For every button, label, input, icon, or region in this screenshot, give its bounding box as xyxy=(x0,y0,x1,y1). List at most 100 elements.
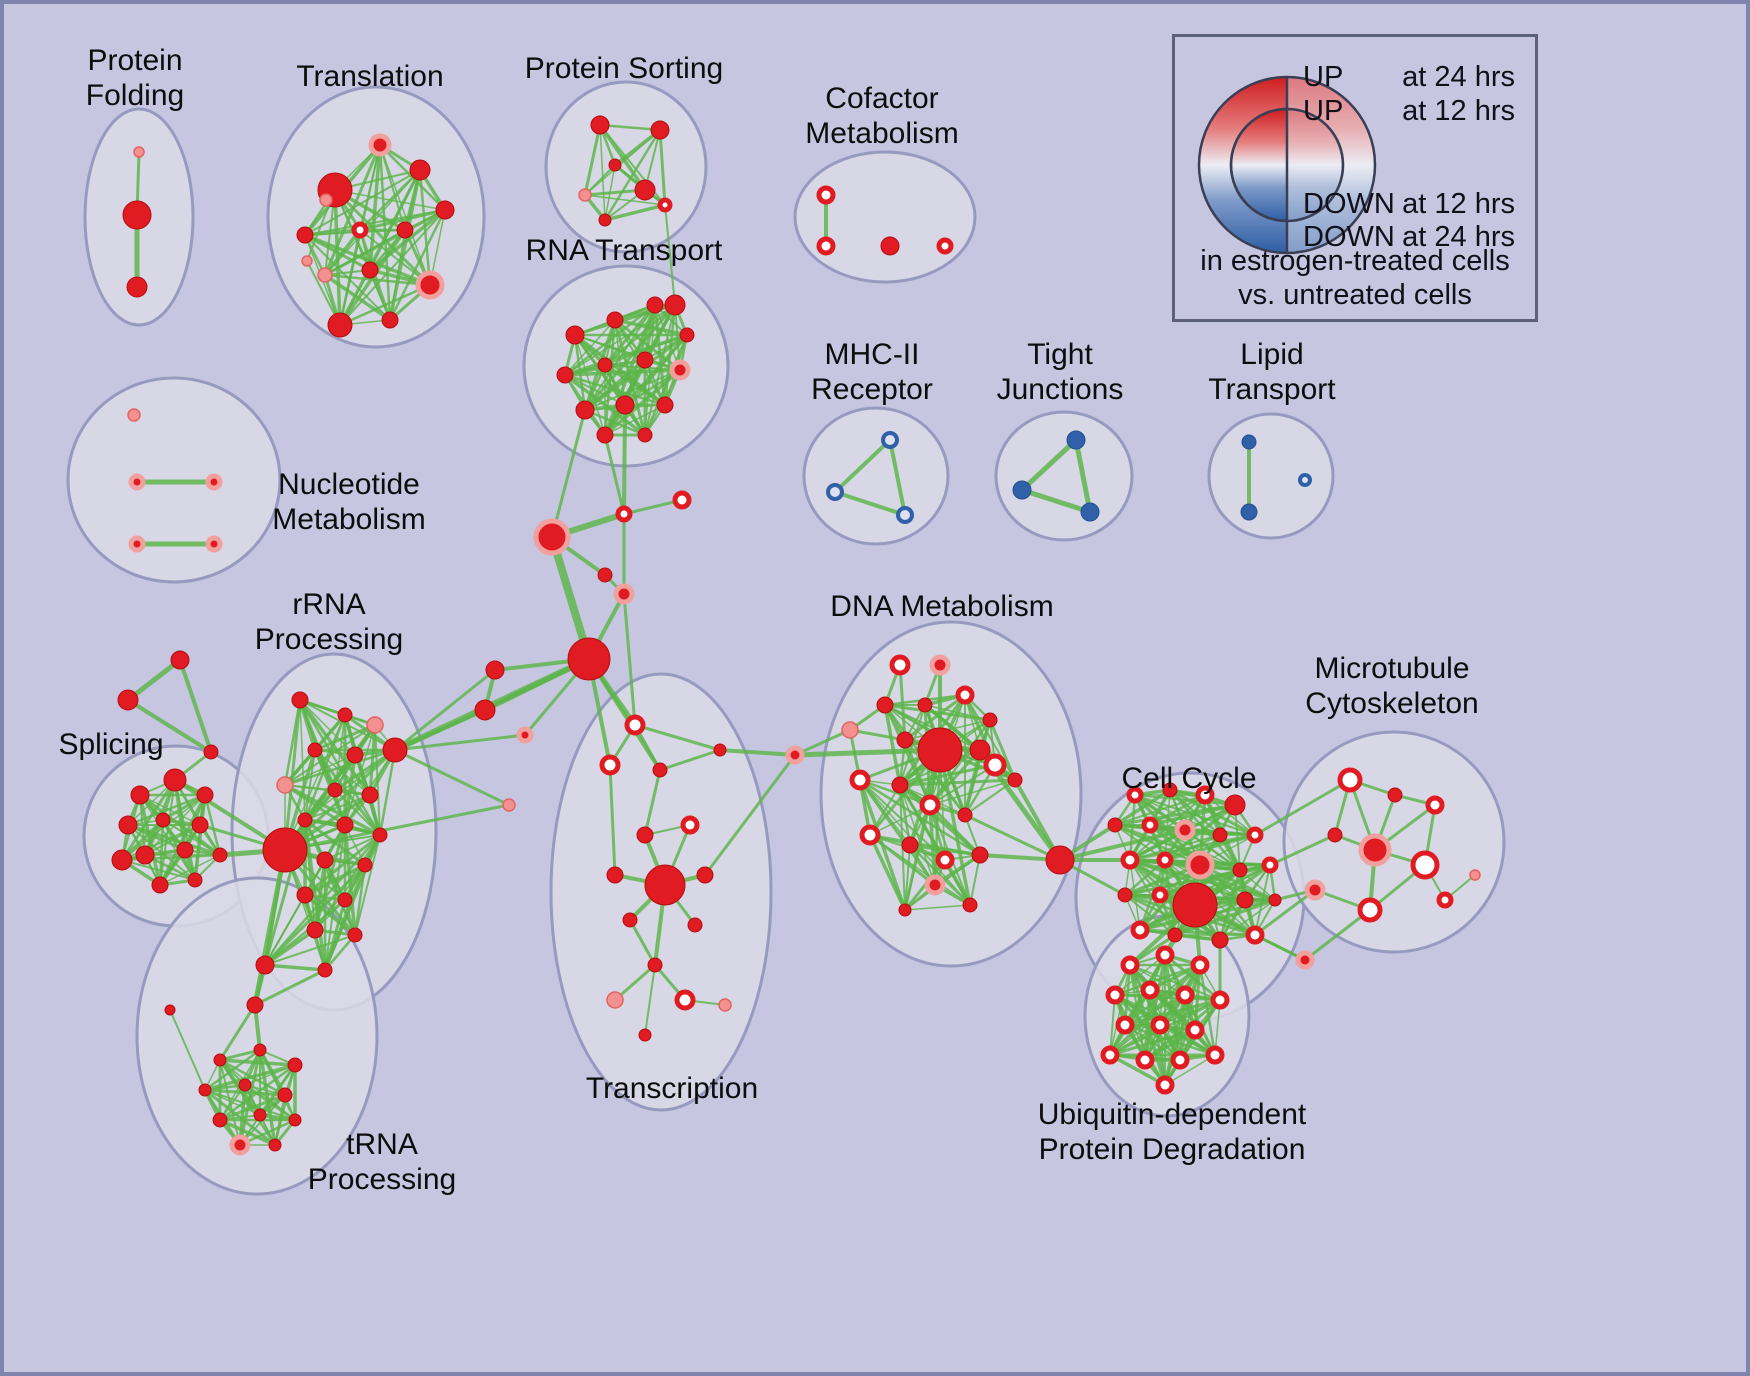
network-node-126 xyxy=(647,957,663,973)
network-edge xyxy=(658,128,667,207)
network-node-204 xyxy=(1155,1075,1175,1095)
network-node-175 xyxy=(1130,920,1150,940)
network-node-104 xyxy=(213,1053,227,1067)
network-edge xyxy=(323,228,362,277)
network-edge xyxy=(583,303,677,412)
network-edge xyxy=(550,408,587,539)
network-node-190 xyxy=(1120,955,1140,975)
network-node-124 xyxy=(622,912,638,928)
network-node-183 xyxy=(1358,833,1392,867)
network-edge xyxy=(388,168,422,322)
network-edge xyxy=(1123,993,1187,1027)
network-edge xyxy=(263,963,327,972)
network-node-164 xyxy=(1246,826,1264,844)
network-node-24 xyxy=(816,185,836,205)
network-edge xyxy=(1109,1024,1161,1056)
network-node-138 xyxy=(982,712,998,728)
network-edge xyxy=(323,143,382,277)
network-node-64 xyxy=(203,744,219,760)
network-node-71 xyxy=(135,845,155,865)
network-edge xyxy=(173,778,197,882)
network-node-8 xyxy=(396,221,414,239)
network-edge xyxy=(126,698,213,754)
network-edge xyxy=(354,834,381,936)
network-node-180 xyxy=(1387,787,1403,803)
network-edge xyxy=(584,164,616,196)
network-edge xyxy=(833,438,892,494)
network-node-94 xyxy=(306,921,324,939)
network-edge xyxy=(583,123,602,197)
network-node-77 xyxy=(291,691,309,709)
network-node-78 xyxy=(337,707,353,723)
network-node-75 xyxy=(187,872,203,888)
network-node-88 xyxy=(372,827,388,843)
network-node-82 xyxy=(382,737,408,763)
network-edge xyxy=(378,143,392,322)
network-node-86 xyxy=(297,812,313,828)
network-node-85 xyxy=(361,786,379,804)
network-node-83 xyxy=(276,776,294,794)
network-node-97 xyxy=(317,962,333,978)
network-edge xyxy=(1108,1053,1167,1087)
network-edge xyxy=(613,963,657,1002)
network-edge xyxy=(1253,888,1317,937)
legend-rings-graphic xyxy=(1197,75,1377,255)
network-node-202 xyxy=(1170,1050,1190,1070)
legend-row-up-24: UP at 24 hrs xyxy=(1175,61,1535,93)
network-node-151 xyxy=(971,846,989,864)
cluster-ellipse-cofactor-metabolism xyxy=(793,150,977,284)
legend-time-label: at 24 hrs xyxy=(1402,221,1515,253)
network-edge xyxy=(244,1064,296,1086)
network-edge xyxy=(1108,1028,1197,1057)
network-edge xyxy=(323,863,367,972)
network-node-111 xyxy=(253,1108,267,1122)
network-edge xyxy=(323,933,357,972)
network-node-119 xyxy=(636,826,654,844)
network-node-197 xyxy=(1115,1015,1135,1035)
network-edge xyxy=(353,863,367,937)
network-node-127 xyxy=(606,991,624,1009)
network-node-115 xyxy=(624,714,646,736)
network-node-122 xyxy=(644,864,686,906)
network-node-28 xyxy=(565,325,585,345)
network-node-109 xyxy=(277,1087,293,1103)
network-edge xyxy=(598,123,662,132)
network-node-120 xyxy=(680,815,700,835)
network-edge xyxy=(868,833,907,912)
cluster-label-translation: Translation xyxy=(296,60,443,93)
network-edge xyxy=(313,858,327,932)
network-edge xyxy=(633,723,722,752)
network-node-34 xyxy=(636,351,654,369)
network-edge xyxy=(1073,437,1093,515)
network-node-171 xyxy=(1151,886,1169,904)
network-node-137 xyxy=(955,685,975,705)
network-node-0 xyxy=(133,146,145,158)
network-edge xyxy=(792,747,943,758)
network-node-11 xyxy=(361,261,379,279)
network-edge xyxy=(284,714,346,851)
legend-direction-label: UP xyxy=(1303,61,1344,93)
network-edge xyxy=(324,834,381,861)
legend-caption-line2: vs. untreated cells xyxy=(1238,279,1472,311)
network-node-169 xyxy=(1261,856,1279,874)
network-node-139 xyxy=(896,731,914,749)
network-node-44 xyxy=(533,518,571,556)
network-edge xyxy=(964,694,1016,781)
network-edge xyxy=(1163,833,1257,862)
network-edge xyxy=(304,169,421,236)
network-edge xyxy=(603,128,662,222)
network-node-100 xyxy=(516,726,534,744)
network-node-95 xyxy=(347,927,363,943)
network-node-46 xyxy=(613,583,635,605)
network-edge xyxy=(263,833,382,967)
network-edge xyxy=(898,663,907,742)
cluster-ellipse-tight-junctions xyxy=(994,410,1134,542)
network-node-125 xyxy=(687,917,703,933)
network-edge xyxy=(323,273,432,287)
network-node-199 xyxy=(1185,1020,1205,1040)
network-edge xyxy=(178,658,213,754)
network-node-41 xyxy=(664,294,686,316)
